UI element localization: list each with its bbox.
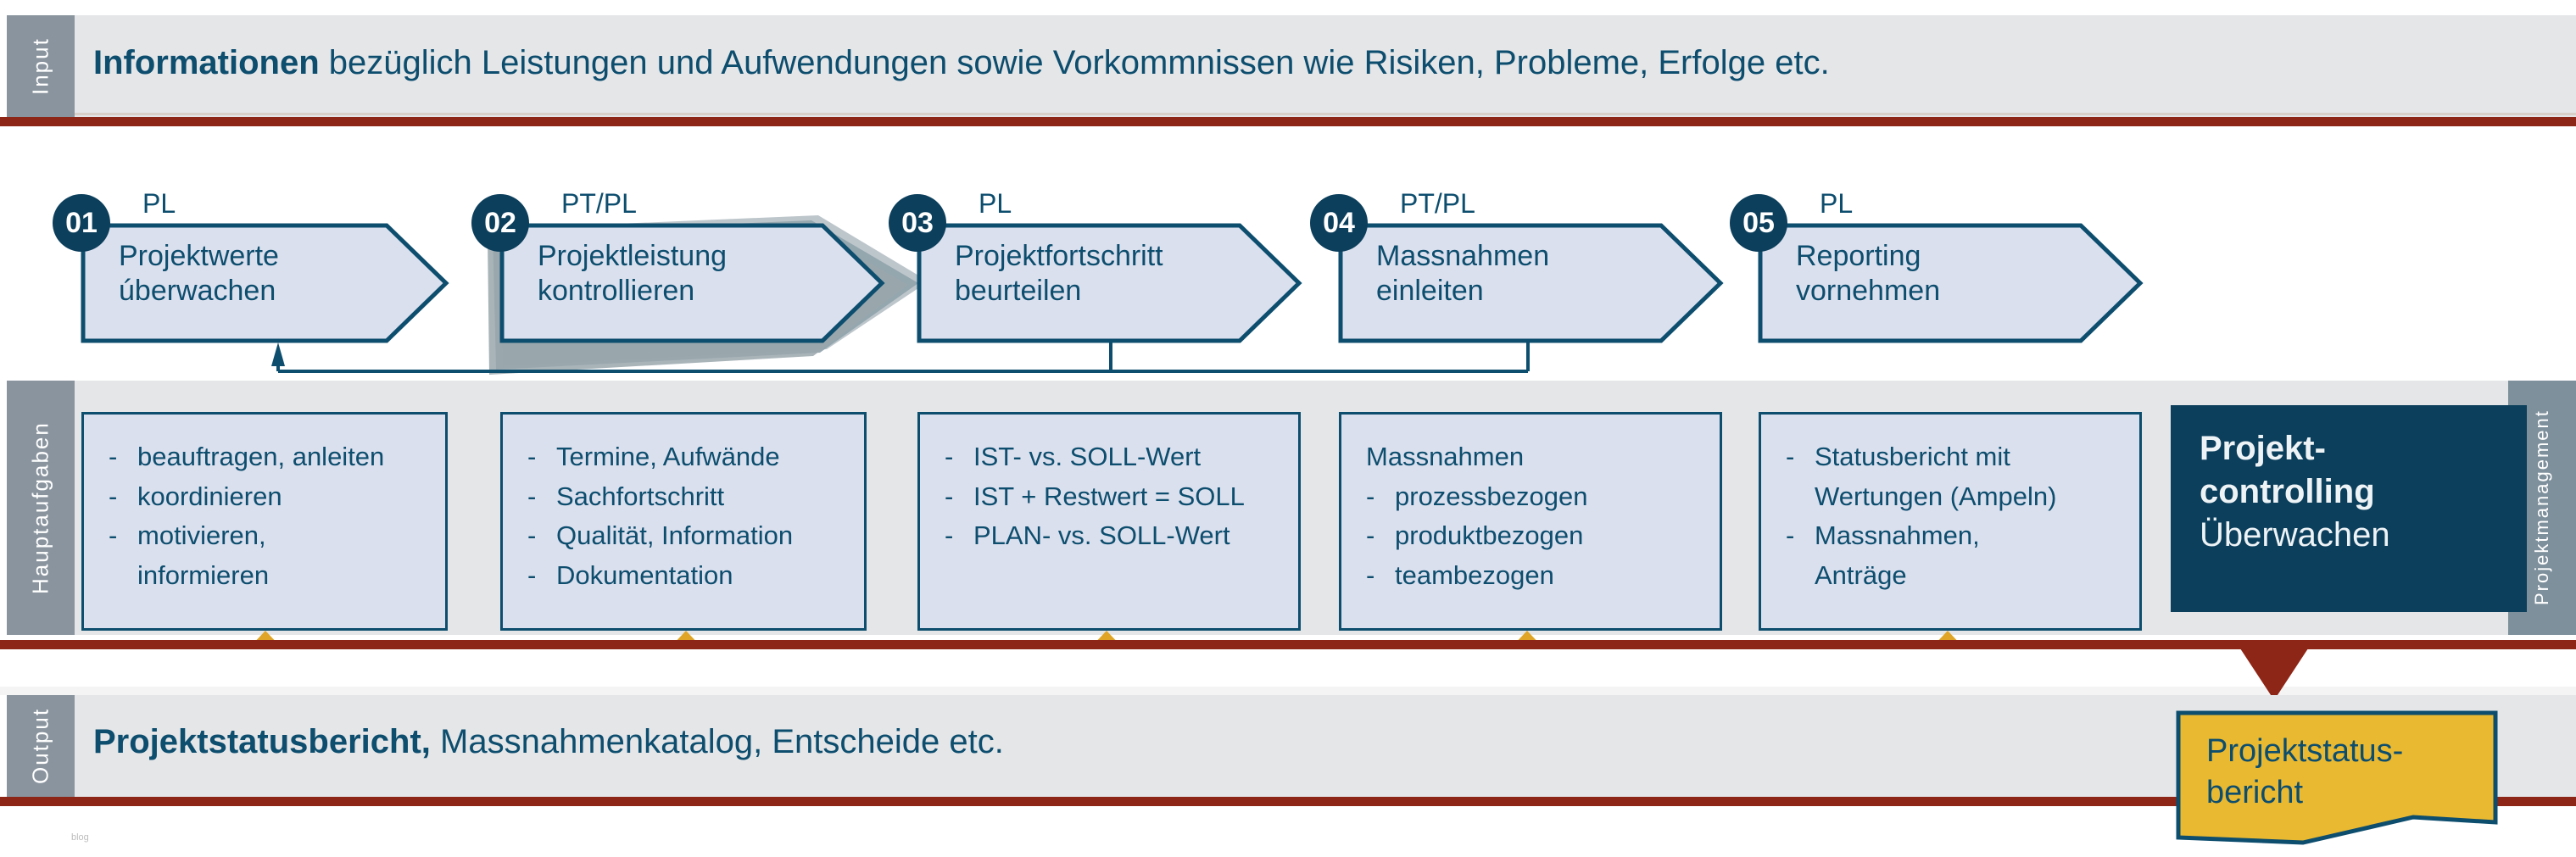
step-04-title: Massnahmen einleiten xyxy=(1376,240,1550,308)
output-gap xyxy=(0,649,2576,687)
list-item: -Qualität, Information xyxy=(527,516,865,556)
list-item: -Statusbericht mit Wertungen (Ampeln) xyxy=(1786,437,2140,516)
task-box-1-list: -beauftragen, anleiten -koordinieren -mo… xyxy=(109,437,446,595)
step-02-chevron-shape xyxy=(499,223,885,343)
bullet-dash-icon: - xyxy=(945,520,954,550)
footer-tiny-text: blog xyxy=(71,832,89,843)
step-05-role-label: PL xyxy=(1820,188,1854,219)
list-item: -koordinieren xyxy=(109,477,446,517)
input-band xyxy=(75,15,2576,117)
projektcontrolling-summary-box: Projekt- controlling Überwachen xyxy=(2171,405,2527,612)
step-04-number-badge: 04 xyxy=(1310,194,1368,252)
step-02-role-label: PT/PL xyxy=(561,188,637,219)
bullet-dash-icon: - xyxy=(945,481,954,511)
summary-line-2: controlling xyxy=(2200,473,2375,511)
step-02-number: 02 xyxy=(484,206,516,239)
step-01-title: Projektwerte úberwachen xyxy=(119,240,279,308)
task-box-3[interactable] xyxy=(917,412,1301,631)
step-05-number-badge: 05 xyxy=(1730,194,1787,252)
list-item: -Termine, Aufwände xyxy=(527,437,865,477)
list-item: -teambezogen xyxy=(1366,556,1720,596)
task-box-1[interactable] xyxy=(81,412,448,631)
bullet-dash-icon: - xyxy=(1786,520,1795,550)
step-01-chevron-shape xyxy=(81,223,449,343)
output-red-rule-bottom xyxy=(0,797,2576,806)
step-01-role-label: PL xyxy=(142,188,176,219)
list-item: -prozessbezogen xyxy=(1366,477,1720,517)
list-item: -beauftragen, anleiten xyxy=(109,437,446,477)
step-03-chevron-shape xyxy=(917,223,1302,343)
summary-line-1: Projekt- xyxy=(2200,430,2326,467)
output-divider xyxy=(0,687,2576,695)
output-side-tab: Output xyxy=(7,695,75,797)
callout-label: Projektstatus- bericht xyxy=(2206,733,2404,810)
output-text: Projektstatusbericht, Massnahmenkatalog,… xyxy=(93,723,1004,761)
list-item: -motivieren, informieren xyxy=(109,516,446,595)
bullet-dash-icon: - xyxy=(945,442,954,471)
step-05-title: Reporting vornehmen xyxy=(1796,240,1941,308)
bullet-dash-icon: - xyxy=(109,442,118,471)
hauptaufgaben-side-tab-label: Hauptaufgaben xyxy=(27,421,53,594)
bullet-dash-icon: - xyxy=(1366,481,1375,511)
task-box-5[interactable] xyxy=(1759,412,2142,631)
list-heading: Massnahmen xyxy=(1366,442,1525,471)
step-01-number-badge: 01 xyxy=(53,194,110,252)
projektstatusbericht-callout[interactable]: Projektstatus- bericht xyxy=(2176,710,2498,851)
input-red-rule xyxy=(0,117,2576,126)
bullet-dash-icon: - xyxy=(527,559,537,590)
list-item: -IST- vs. SOLL-Wert xyxy=(945,437,1299,477)
projektmanagement-side-tab-label: Projektmanagement xyxy=(2531,409,2552,606)
bullet-dash-icon: - xyxy=(1786,442,1795,471)
bullet-dash-icon: - xyxy=(1366,520,1375,550)
step-01-number: 01 xyxy=(65,206,98,239)
bullet-dash-icon: - xyxy=(527,442,537,471)
output-text-rest: Massnahmenkatalog, Entscheide etc. xyxy=(430,723,1004,760)
input-text: Informationen bezüglich Leistungen und A… xyxy=(93,44,1830,82)
task-box-4-list: Massnahmen -prozessbezogen -produktbezog… xyxy=(1366,437,1720,595)
hauptaufgaben-side-tab: Hauptaufgaben xyxy=(7,381,75,635)
task-box-2[interactable] xyxy=(500,412,867,631)
step-05-number: 05 xyxy=(1742,206,1775,239)
step-03-title: Projektfortschritt beurteilen xyxy=(955,240,1163,308)
output-side-tab-label: Output xyxy=(27,707,53,785)
list-item: -PLAN- vs. SOLL-Wert xyxy=(945,516,1299,556)
list-item: -Sachfortschritt xyxy=(527,477,865,517)
step-02-title: Projektleistung kontrollieren xyxy=(538,240,728,308)
input-side-tab: Input xyxy=(7,15,75,117)
list-item: -Massnahmen, Anträge xyxy=(1786,516,2140,595)
output-band xyxy=(75,695,2576,797)
output-callout-arrow-icon xyxy=(2239,646,2310,700)
bullet-dash-icon: - xyxy=(527,520,537,550)
task-box-2-list: -Termine, Aufwände -Sachfortschritt -Qua… xyxy=(527,437,865,595)
list-item: -produktbezogen xyxy=(1366,516,1720,556)
output-red-rule-top xyxy=(0,640,2576,649)
bullet-dash-icon: - xyxy=(109,481,118,511)
list-item: -IST + Restwert = SOLL xyxy=(945,477,1299,517)
step-03-role-label: PL xyxy=(979,188,1012,219)
output-text-bold: Projektstatusbericht, xyxy=(93,723,431,760)
input-text-rest: bezüglich Leistungen und Aufwendungen so… xyxy=(319,44,1830,81)
step-05-chevron-shape xyxy=(1758,223,2144,343)
bullet-dash-icon: - xyxy=(527,481,537,511)
list-item: -Dokumentation xyxy=(527,556,865,596)
callout-shape-icon xyxy=(2176,710,2498,845)
task-box-5-list: -Statusbericht mit Wertungen (Ampeln) -M… xyxy=(1786,437,2140,595)
bullet-dash-icon: - xyxy=(1366,559,1375,590)
input-side-tab-label: Input xyxy=(27,37,53,95)
input-text-bold: Informationen xyxy=(93,44,320,81)
summary-line-3: Überwachen xyxy=(2200,516,2390,554)
task-box-3-list: -IST- vs. SOLL-Wert -IST + Restwert = SO… xyxy=(945,437,1299,556)
step-04-number: 04 xyxy=(1323,206,1355,239)
step-03-number-badge: 03 xyxy=(889,194,946,252)
task-box-4[interactable] xyxy=(1339,412,1722,631)
step-04-chevron-shape xyxy=(1338,223,1724,343)
input-divider xyxy=(75,113,2576,115)
bullet-dash-icon: - xyxy=(109,520,118,550)
step-02-number-badge: 02 xyxy=(471,194,529,252)
step-04-role-label: PT/PL xyxy=(1400,188,1475,219)
step-03-number: 03 xyxy=(901,206,934,239)
process-row xyxy=(0,126,2576,381)
